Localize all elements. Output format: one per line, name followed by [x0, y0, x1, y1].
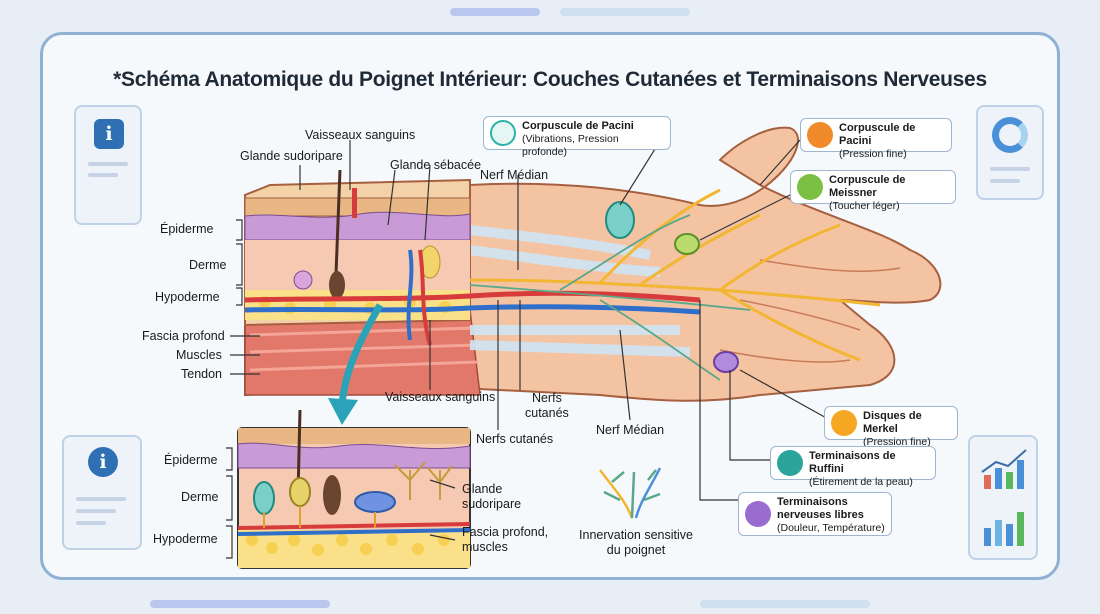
label-derme: Derme — [189, 258, 227, 272]
decor-bar — [450, 8, 540, 16]
label-epiderme: Épiderme — [160, 222, 214, 236]
callout-sub: (Vibrations, Pression profonde) — [522, 133, 619, 158]
label-vaisseaux-top: Vaisseaux sanguins — [305, 128, 416, 142]
info-card-bottom-left: i — [62, 435, 142, 550]
label-nerf-median-top: Nerf Médian — [480, 168, 549, 182]
donut-chart-icon — [992, 117, 1028, 153]
merkel-icon — [831, 410, 857, 436]
inset-label-hypoderme: Hypoderme — [153, 532, 218, 546]
decor-bar — [150, 600, 330, 608]
label-glande-sudoripare: Glande sudoripare — [240, 149, 343, 163]
placeholder-line — [88, 173, 118, 177]
zoom-arrow-head — [328, 398, 358, 425]
placeholder-line — [990, 167, 1030, 171]
label-vaisseaux-bottom: Vaisseaux sanguins — [385, 390, 496, 404]
label-fascia: Fascia profond — [142, 329, 225, 343]
decor-bar — [560, 8, 690, 16]
pacini-icon — [807, 122, 833, 148]
forearm-hand-illustration — [244, 126, 942, 402]
callout-pacini-deep: Corpuscule de Pacini (Vibrations, Pressi… — [483, 116, 671, 158]
placeholder-line — [76, 521, 106, 525]
callout-title: Corpuscule de Meissner — [829, 174, 906, 199]
callout-pacini-fine: Corpuscule de Pacini (Pression fine) — [800, 118, 952, 160]
callout-free-endings: Terminaisons nerveuses libres (Douleur, … — [738, 492, 892, 536]
callout-ruffini: Terminaisons de Ruffini (Étirement de la… — [770, 446, 936, 488]
label-muscles: Muscles — [176, 348, 222, 362]
placeholder-line — [88, 162, 128, 166]
inset-label-glande: Glande sudoripare — [462, 482, 522, 511]
info-icon: i — [88, 447, 118, 477]
placeholder-line — [76, 497, 126, 501]
chart-card-bottom-right — [968, 435, 1038, 560]
meissner-icon — [797, 174, 823, 200]
callout-sub: (Pression fine) — [863, 436, 931, 448]
pacini-icon — [490, 120, 516, 146]
label-nerfs-cutanes-1: Nerfs cutanés — [525, 391, 569, 420]
label-nerfs-cutanes-2: Nerfs cutanés — [476, 432, 554, 446]
callout-title: Corpuscule de Pacini — [839, 122, 916, 147]
zoom-arrow — [338, 303, 384, 406]
callout-title: Disques de Merkel — [863, 410, 922, 435]
callout-title: Corpuscule de Pacini — [522, 120, 634, 132]
label-tendon: Tendon — [181, 367, 223, 381]
layer-brackets — [230, 132, 831, 501]
callout-sub: (Pression fine) — [839, 148, 907, 160]
inset-skin-crosssection — [237, 409, 471, 569]
callout-title: Terminaisons nerveuses libres — [777, 496, 864, 521]
inset-label-derme: Derme — [181, 490, 219, 504]
inset-label-fascia: Fascia profond, muscles — [462, 525, 549, 554]
placeholder-line — [990, 179, 1020, 183]
callout-merkel: Disques de Merkel (Pression fine) — [824, 406, 958, 448]
inset-label-epiderme: Épiderme — [164, 453, 218, 467]
placeholder-line — [76, 509, 116, 513]
innervation-icon — [599, 467, 662, 519]
label-hypoderme: Hypoderme — [155, 290, 220, 304]
inset-brackets — [226, 447, 456, 559]
free-endings-icon — [745, 501, 771, 527]
chart-card-top-right — [976, 105, 1044, 200]
page-title: *Schéma Anatomique du Poignet Intérieur:… — [113, 68, 987, 91]
callout-sub: (Étirement de la peau) — [809, 476, 913, 488]
info-card-top-left: i — [74, 105, 142, 225]
callout-sub: (Douleur, Température) — [777, 522, 885, 534]
ruffini-icon — [777, 450, 803, 476]
callout-title: Terminaisons de Ruffini — [809, 450, 896, 475]
trend-chart-icon — [981, 449, 1027, 546]
label-nerf-median-bottom: Nerf Médian — [596, 423, 665, 437]
callout-sub: (Toucher léger) — [829, 200, 900, 212]
label-innervation: Innervation sensitive du poignet — [579, 528, 693, 557]
decor-bar — [700, 600, 870, 608]
info-icon: i — [94, 119, 124, 149]
label-glande-sebacee: Glande sébacée — [390, 158, 482, 172]
callout-meissner: Corpuscule de Meissner (Toucher léger) — [790, 170, 956, 212]
